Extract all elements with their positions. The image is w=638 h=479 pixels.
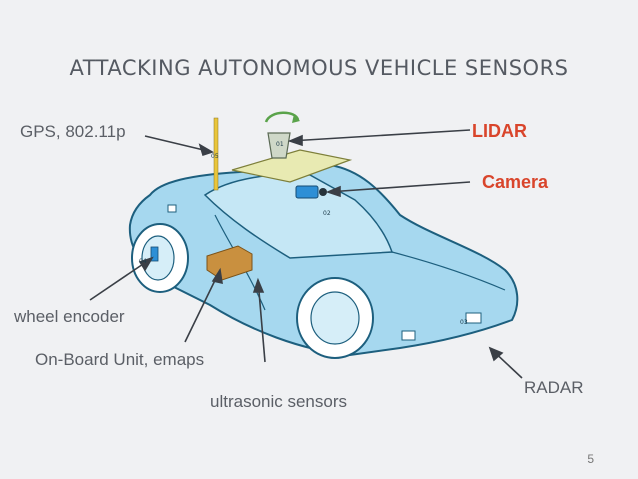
lidar-tag: 01 xyxy=(276,141,284,148)
rear-sensor xyxy=(167,204,177,213)
camera-callout-line xyxy=(327,181,471,193)
obu-label: On-Board Unit, emaps xyxy=(35,350,205,369)
gps-antenna xyxy=(213,117,219,191)
wheel-tag: 04 xyxy=(139,258,147,265)
callout-lines xyxy=(89,129,523,379)
wheel-arrowhead-icon xyxy=(138,256,154,272)
gps-tag: 05 xyxy=(211,153,219,160)
radar-tag: 03 xyxy=(460,319,468,326)
camera-label: Camera xyxy=(482,172,549,192)
gps-arrowhead-icon xyxy=(198,143,214,157)
lidar-arrowhead-icon xyxy=(287,134,303,147)
page-number: 5 xyxy=(587,452,594,466)
radar-label: RADAR xyxy=(524,378,584,397)
lidar-unit xyxy=(267,132,291,159)
radar-unit-right xyxy=(465,312,482,324)
camera-lens-icon xyxy=(319,188,327,196)
ultrasonic-arrowhead-icon xyxy=(252,277,265,293)
camera-arrowhead-icon xyxy=(325,185,341,198)
front-wheel-hub xyxy=(310,291,360,345)
lidar-callout-line xyxy=(289,129,471,142)
wheel-encoder-label: wheel encoder xyxy=(14,307,125,326)
ultrasonic-label: ultrasonic sensors xyxy=(210,392,348,411)
ultrasonic-callout-line xyxy=(257,279,266,363)
slide-title: ATTACKING AUTONOMOUS VEHICLE SENSORS xyxy=(69,56,569,80)
lidar-rotate-arrow-icon xyxy=(292,114,300,123)
car-cabin xyxy=(203,173,394,259)
wheel-encoder-unit xyxy=(150,246,159,262)
radar-unit-left xyxy=(401,330,416,341)
gps-label: GPS, 802.11p xyxy=(20,122,126,141)
camera-tag: 02 xyxy=(323,210,331,217)
radar-arrowhead-icon xyxy=(488,346,504,362)
obu-arrowhead-icon xyxy=(211,267,223,285)
hood-line xyxy=(391,251,506,291)
lidar-label: LIDAR xyxy=(472,121,527,141)
camera-unit xyxy=(295,185,319,199)
